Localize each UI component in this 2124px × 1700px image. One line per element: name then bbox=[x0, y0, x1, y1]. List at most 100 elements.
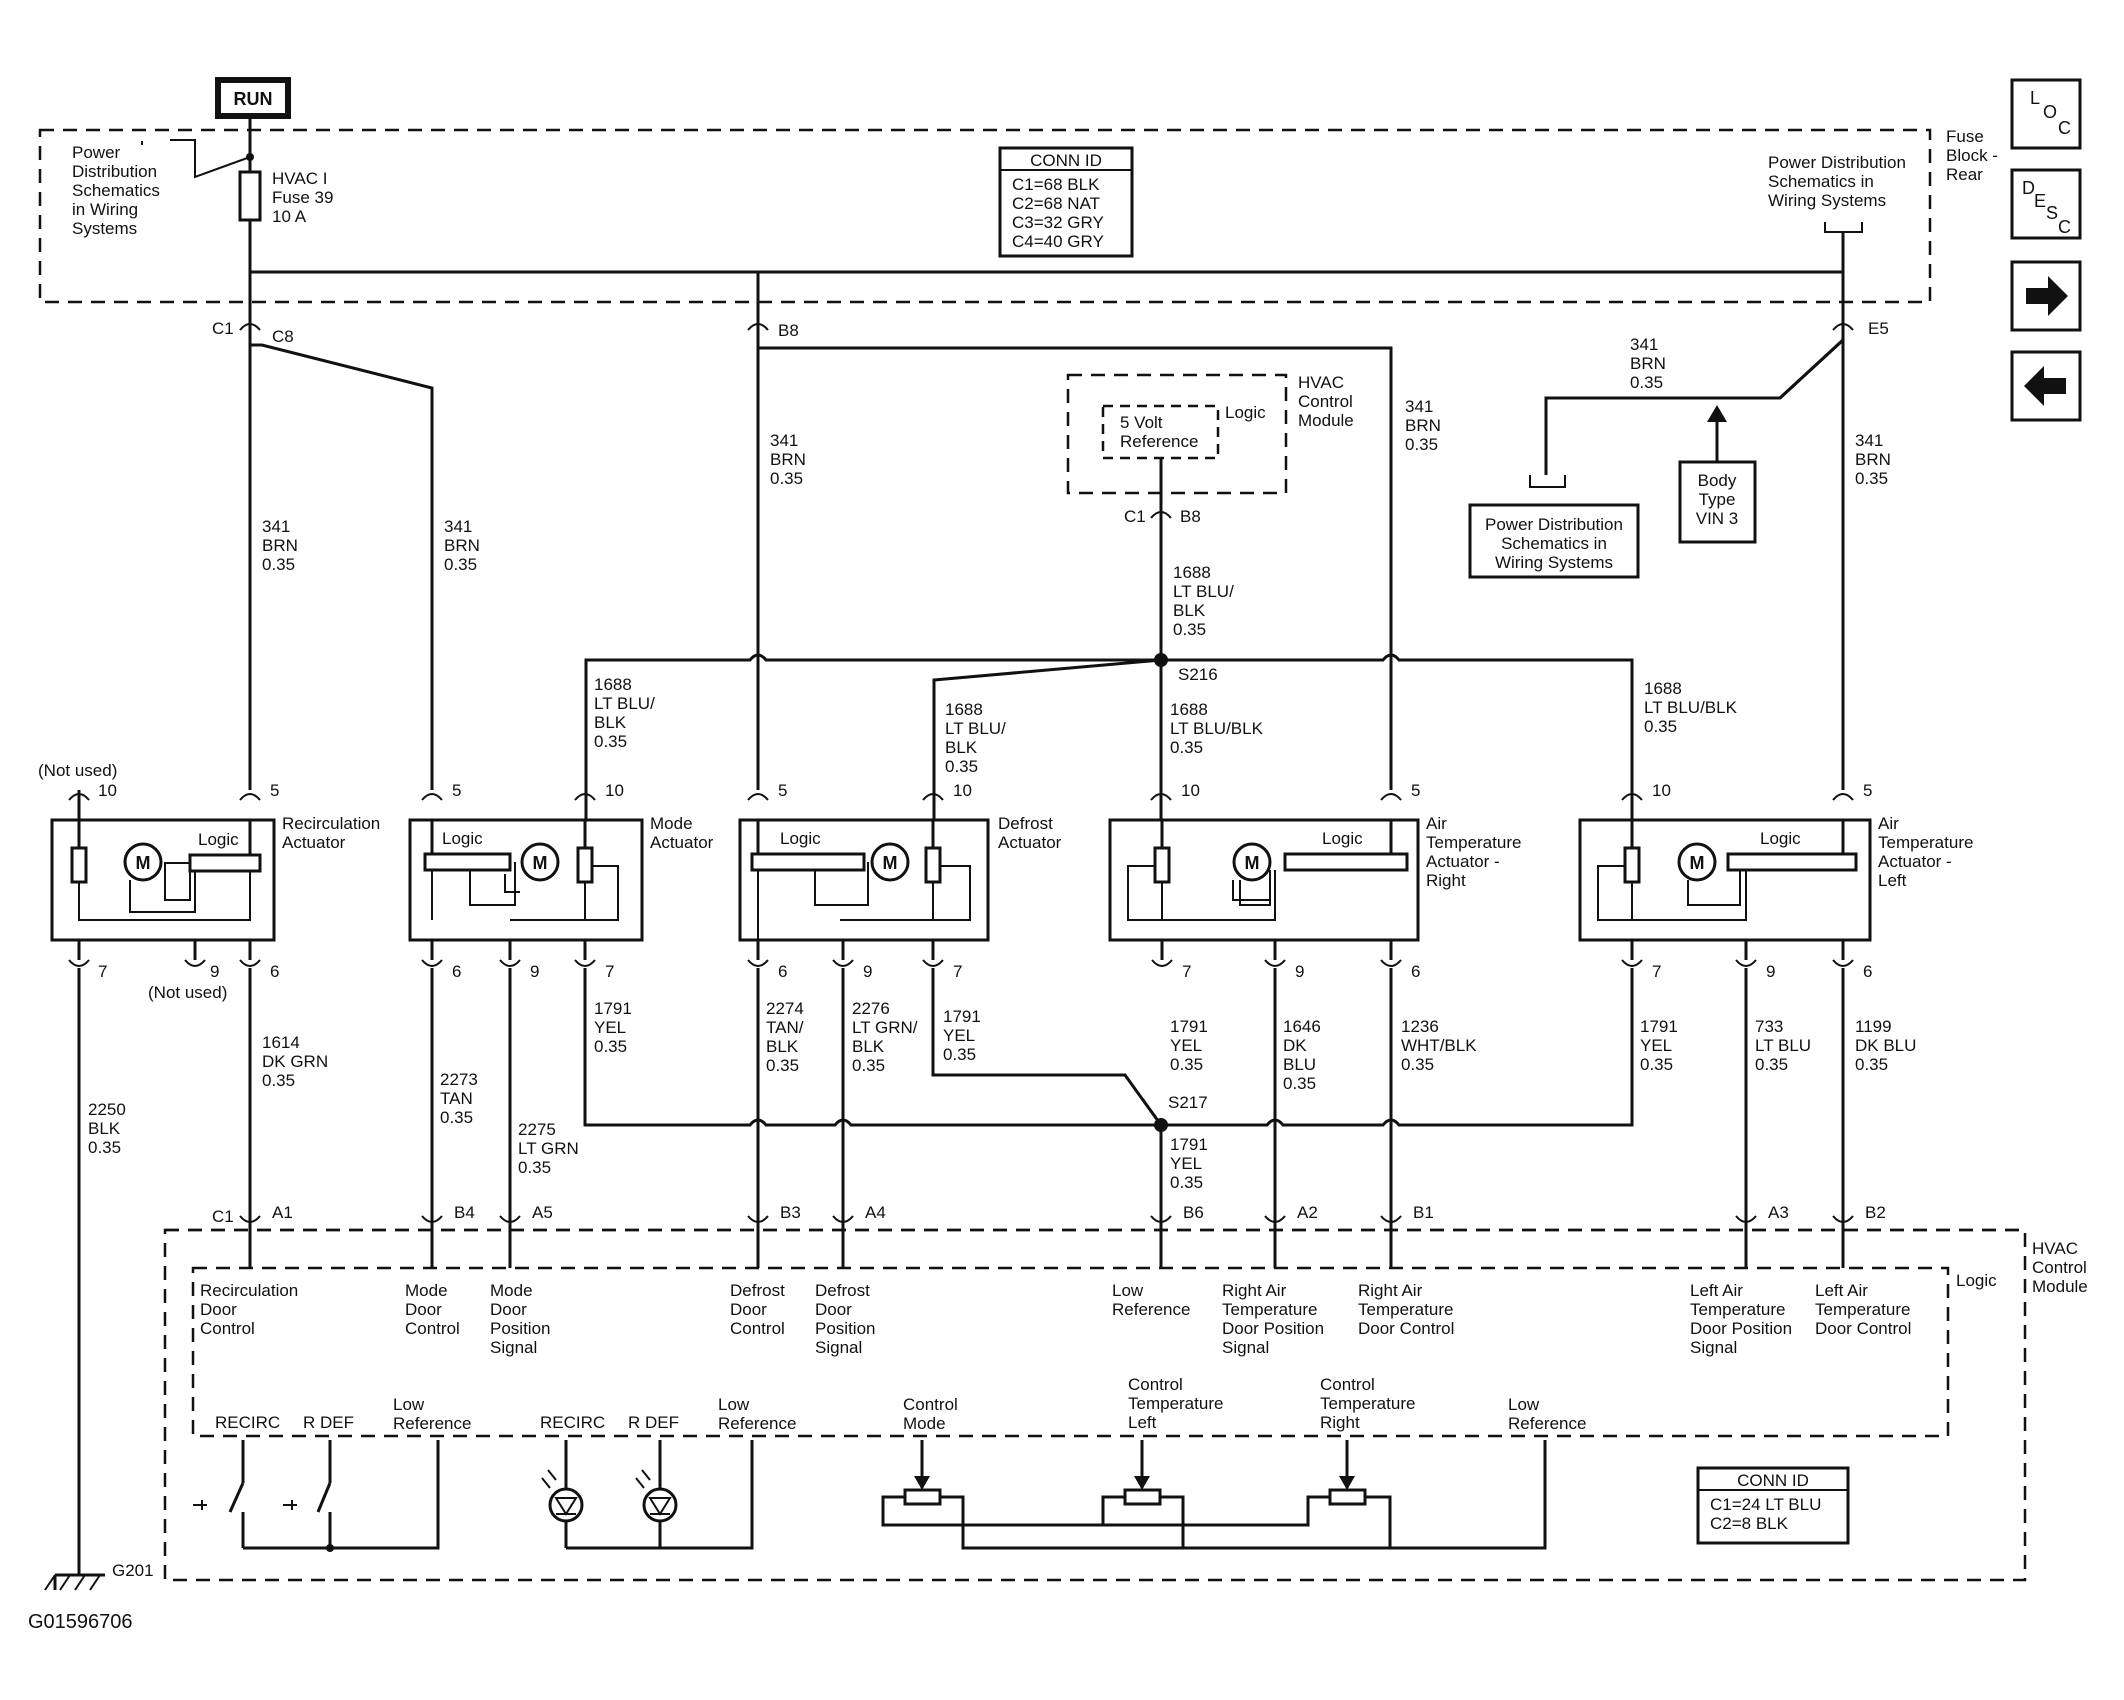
svg-text:Control: Control bbox=[730, 1319, 785, 1338]
svg-text:341: 341 bbox=[1855, 431, 1883, 450]
recirc-switch bbox=[193, 1440, 245, 1548]
wire-1791-defrost: 1791 YEL 0.35 bbox=[943, 1007, 981, 1064]
svg-text:341: 341 bbox=[444, 517, 472, 536]
svg-text:M: M bbox=[1245, 853, 1260, 873]
svg-text:Reference: Reference bbox=[1120, 432, 1198, 451]
svg-text:Door Position: Door Position bbox=[1222, 1319, 1324, 1338]
recirc-led-icon bbox=[541, 1440, 584, 1548]
svg-text:Reference: Reference bbox=[718, 1414, 796, 1433]
wire-2273: 2273 TAN 0.35 bbox=[440, 1070, 478, 1127]
svg-text:Signal: Signal bbox=[815, 1338, 862, 1357]
svg-text:BLK: BLK bbox=[766, 1037, 799, 1056]
svg-text:LT BLU/BLK: LT BLU/BLK bbox=[1170, 719, 1264, 738]
led-rdef-label: R DEF bbox=[628, 1413, 679, 1432]
svg-text:Defrost: Defrost bbox=[998, 814, 1053, 833]
wire-341-b8: 341 BRN 0.35 bbox=[770, 431, 806, 488]
svg-text:0.35: 0.35 bbox=[1283, 1074, 1316, 1093]
svg-text:Module: Module bbox=[1298, 411, 1354, 430]
svg-text:0.35: 0.35 bbox=[1405, 435, 1438, 454]
svg-text:BLU: BLU bbox=[1283, 1055, 1316, 1074]
svg-text:0.35: 0.35 bbox=[444, 555, 477, 574]
svg-text:Logic: Logic bbox=[1322, 829, 1363, 848]
svg-text:341: 341 bbox=[770, 431, 798, 450]
bottom-connector-terminals bbox=[239, 1215, 1854, 1268]
svg-text:Left Air: Left Air bbox=[1690, 1281, 1743, 1300]
svg-text:9: 9 bbox=[210, 962, 219, 981]
wire-1791-right: 1791 YEL 0.35 bbox=[1170, 1017, 1208, 1074]
svg-text:Logic: Logic bbox=[780, 829, 821, 848]
splice-s217-label: S217 bbox=[1168, 1093, 1208, 1112]
svg-text:TAN/: TAN/ bbox=[766, 1018, 804, 1037]
wire-2250: 2250 BLK 0.35 bbox=[88, 1100, 126, 1157]
svg-text:Left: Left bbox=[1128, 1413, 1157, 1432]
loc-button[interactable]: L O C bbox=[2010, 78, 2082, 150]
splice-s216-label: S216 bbox=[1178, 665, 1218, 684]
rdef-switch bbox=[283, 1440, 332, 1548]
wire-1688-left: 1688 LT BLU/BLK 0.35 bbox=[1644, 679, 1738, 736]
svg-text:Fuse: Fuse bbox=[1946, 127, 1984, 146]
potentiometer-icon bbox=[70, 846, 88, 884]
wire-1688-main: 1688 LT BLU/ BLK 0.35 bbox=[1173, 563, 1234, 639]
svg-text:BLK: BLK bbox=[1173, 601, 1206, 620]
svg-text:0.35: 0.35 bbox=[852, 1056, 885, 1075]
wire-2276: 2276 LT GRN/ BLK 0.35 bbox=[852, 999, 918, 1075]
svg-text:BRN: BRN bbox=[1630, 354, 1666, 373]
bottom-pin-numbers: 7 9 6 6 9 7 6 9 7 7 9 6 7 9 6 bbox=[98, 962, 1872, 981]
svg-text:BRN: BRN bbox=[770, 450, 806, 469]
svg-text:Control: Control bbox=[1128, 1375, 1183, 1394]
next-arrow-button[interactable] bbox=[2010, 260, 2082, 332]
svg-text:1646: 1646 bbox=[1283, 1017, 1321, 1036]
svg-text:Temperature: Temperature bbox=[1128, 1394, 1223, 1413]
svg-text:Logic: Logic bbox=[198, 830, 239, 849]
svg-text:VIN 3: VIN 3 bbox=[1696, 509, 1739, 528]
prev-arrow-button[interactable] bbox=[2010, 350, 2082, 422]
svg-text:9: 9 bbox=[1295, 962, 1304, 981]
svg-text:0.35: 0.35 bbox=[88, 1138, 121, 1157]
svg-text:5 Volt: 5 Volt bbox=[1120, 413, 1163, 432]
svg-text:YEL: YEL bbox=[1170, 1036, 1202, 1055]
svg-text:733: 733 bbox=[1755, 1017, 1783, 1036]
svg-text:YEL: YEL bbox=[594, 1018, 626, 1037]
potentiometer-icon bbox=[924, 846, 942, 884]
top-pin-numbers: 10 5 5 10 5 10 10 5 10 5 bbox=[98, 781, 1872, 800]
svg-text:Right: Right bbox=[1320, 1413, 1360, 1432]
svg-text:341: 341 bbox=[262, 517, 290, 536]
svg-text:341: 341 bbox=[1405, 397, 1433, 416]
desc-button[interactable]: D E S C bbox=[2010, 168, 2082, 240]
wire-1791-left: 1791 YEL 0.35 bbox=[1640, 1017, 1678, 1074]
wire-341-e5-branch: 341 BRN 0.35 bbox=[1630, 335, 1666, 392]
svg-text:LT BLU/: LT BLU/ bbox=[594, 694, 655, 713]
recirculation-actuator-label: Recirculation Actuator bbox=[282, 814, 380, 852]
control-temperature-left-label: Control Temperature Left bbox=[1128, 1375, 1223, 1432]
svg-text:0.35: 0.35 bbox=[594, 1037, 627, 1056]
wire-1614: 1614 DK GRN 0.35 bbox=[262, 1033, 328, 1090]
svg-text:0.35: 0.35 bbox=[770, 469, 803, 488]
svg-text:Systems: Systems bbox=[72, 219, 137, 238]
body-type-box: Body Type VIN 3 bbox=[1678, 460, 1757, 544]
svg-text:1791: 1791 bbox=[1170, 1135, 1208, 1154]
svg-text:Low: Low bbox=[1508, 1395, 1540, 1414]
air-temperature-actuator-right-label: Air Temperature Actuator - Right bbox=[1426, 814, 1521, 890]
svg-text:Recirculation: Recirculation bbox=[282, 814, 380, 833]
svg-text:S: S bbox=[2046, 203, 2058, 223]
svg-text:7: 7 bbox=[1182, 962, 1191, 981]
svg-text:Low: Low bbox=[393, 1395, 425, 1414]
potentiometer-icon bbox=[576, 846, 594, 884]
svg-text:Schematics: Schematics bbox=[72, 181, 160, 200]
svg-text:0.35: 0.35 bbox=[1170, 1173, 1203, 1192]
control-mode-label: Control Mode bbox=[903, 1395, 958, 1433]
svg-text:Right: Right bbox=[1426, 871, 1466, 890]
svg-text:7: 7 bbox=[953, 962, 962, 981]
svg-text:5: 5 bbox=[1863, 781, 1872, 800]
svg-text:2250: 2250 bbox=[88, 1100, 126, 1119]
svg-text:6: 6 bbox=[778, 962, 787, 981]
not-used-top: (Not used) bbox=[38, 761, 117, 780]
svg-text:Position: Position bbox=[490, 1319, 550, 1338]
svg-text:Defrost: Defrost bbox=[815, 1281, 870, 1300]
svg-text:BRN: BRN bbox=[1405, 416, 1441, 435]
svg-text:Power Distribution: Power Distribution bbox=[1768, 153, 1906, 172]
svg-text:0.35: 0.35 bbox=[766, 1056, 799, 1075]
svg-text:Temperature: Temperature bbox=[1358, 1300, 1453, 1319]
hvac-module-bottom-label: HVAC Control Module bbox=[2032, 1239, 2088, 1296]
